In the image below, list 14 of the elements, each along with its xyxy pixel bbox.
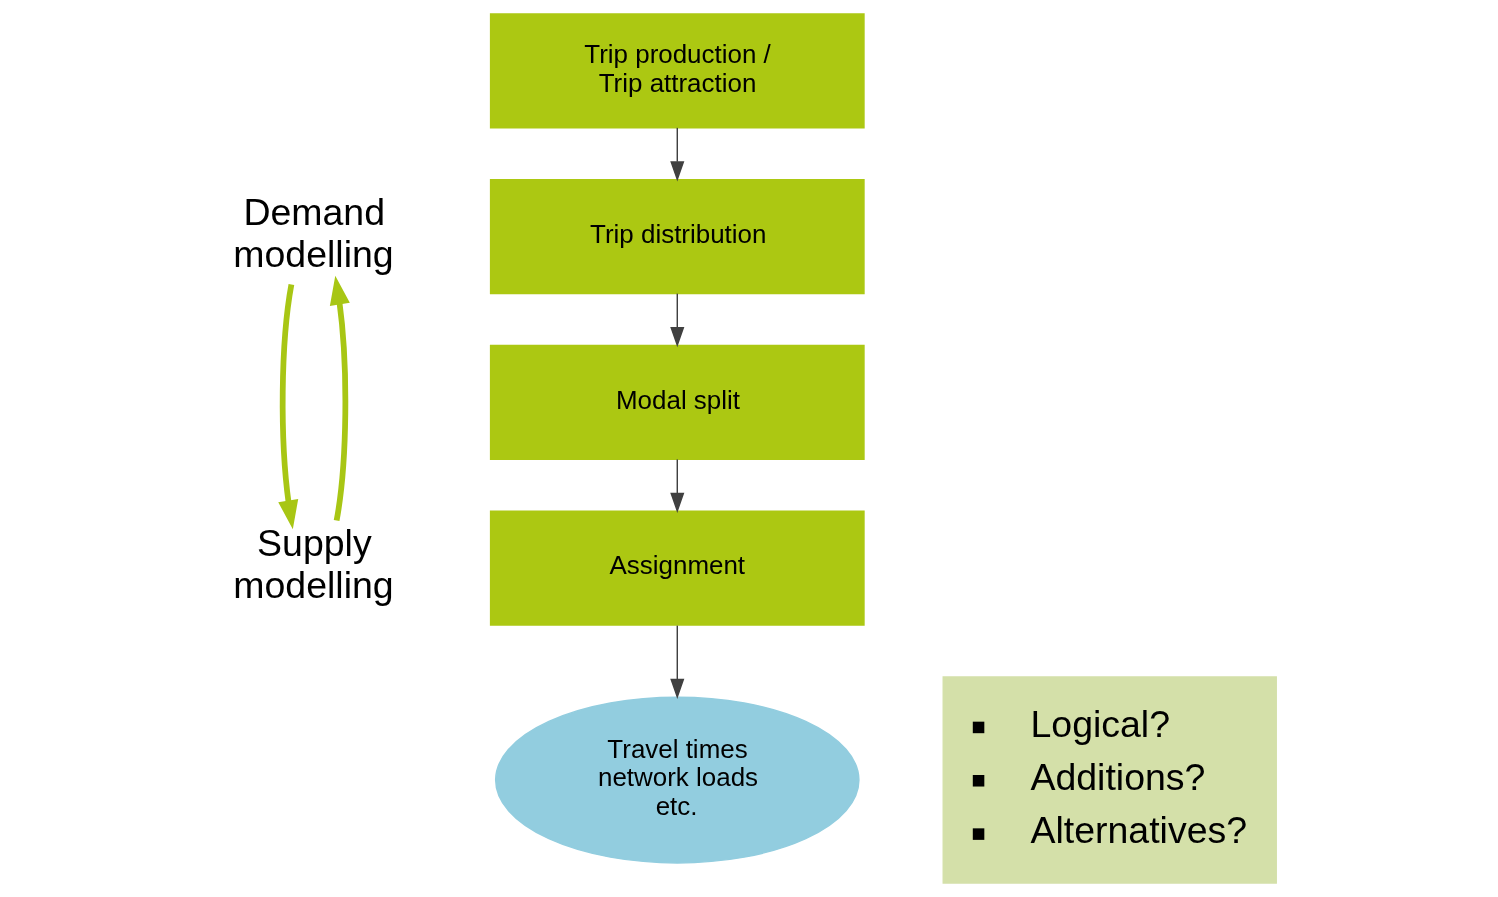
arrow (278, 283, 299, 530)
node-ellipse: Travel times network loads etc. (494, 696, 860, 864)
node-box: Logical? Additions? Alternatives? (942, 676, 1277, 884)
arrow (670, 292, 685, 348)
node-box: Modal split (489, 344, 865, 461)
arrow (670, 458, 685, 513)
arrow (670, 127, 685, 182)
node-box: Assignment (489, 510, 865, 626)
arrow (329, 275, 350, 521)
node-box: Trip production / Trip attraction (489, 13, 865, 129)
node-box: Trip distribution (489, 178, 865, 295)
node-text: Supply modelling (233, 522, 394, 607)
arrow (670, 624, 685, 700)
node-text: Demand modelling (233, 190, 394, 275)
